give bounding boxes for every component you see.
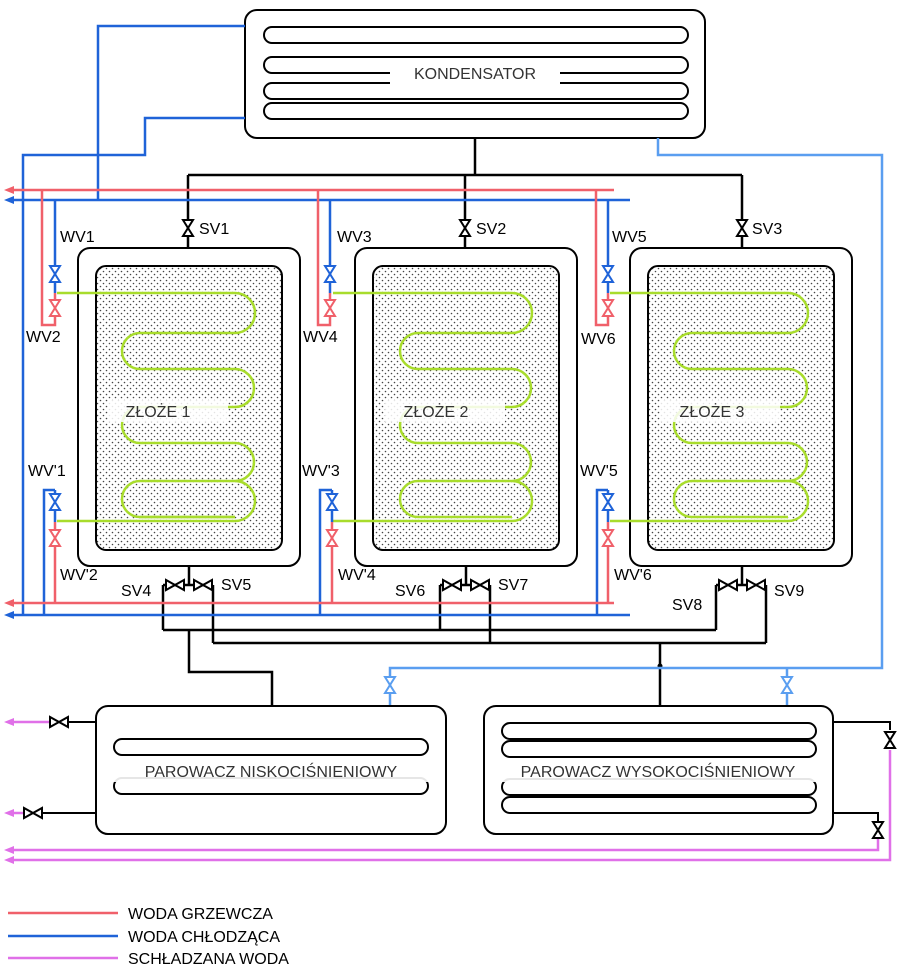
valve-wv5[interactable] (601, 265, 615, 283)
bed-coils (57, 291, 810, 523)
valve-wvp2[interactable] (48, 529, 62, 547)
valve-sv3[interactable] (735, 219, 749, 237)
label-sv5: SV5 (221, 577, 251, 594)
legend-label-chilled: SCHŁADZANA WODA (128, 951, 289, 968)
condenser: KONDENSATOR (244, 9, 706, 139)
legend-label-heating: WODA GRZEWCZA (128, 906, 273, 923)
valve-sv6[interactable] (442, 578, 462, 592)
valve-sv2[interactable] (458, 219, 472, 237)
valve-sv1[interactable] (181, 219, 195, 237)
label-sv1: SV1 (199, 221, 229, 238)
evaporator-low-pressure: PAROWACZ NISKOCIŚNIENIOWY (95, 705, 447, 835)
valve-sv4[interactable] (165, 578, 185, 592)
valve-evap-high-cooling[interactable] (780, 676, 794, 694)
valve-chilled-3[interactable] (883, 731, 897, 749)
label-sv9: SV9 (774, 583, 804, 600)
legend-label-cooling: WODA CHŁODZĄCA (128, 929, 280, 946)
label-wv5: WV5 (612, 229, 647, 246)
label-wvp4: WV'4 (338, 567, 376, 584)
valve-sv7[interactable] (470, 578, 490, 592)
valve-sv5[interactable] (193, 578, 213, 592)
valve-wvp3[interactable] (325, 493, 339, 511)
valve-wv6[interactable] (601, 299, 615, 317)
valve-wvp5[interactable] (601, 493, 615, 511)
valve-wv2[interactable] (48, 299, 62, 317)
label-wvp3: WV'3 (302, 463, 340, 480)
valve-wvp4[interactable] (325, 529, 339, 547)
valve-chilled-1[interactable] (49, 715, 69, 729)
bed-1-label: ZŁOŻE 1 (126, 402, 191, 421)
valve-wvp6[interactable] (601, 529, 615, 547)
label-wv4: WV4 (303, 329, 338, 346)
valve-sv8[interactable] (718, 578, 738, 592)
label-sv7: SV7 (498, 577, 528, 594)
label-sv4: SV4 (121, 583, 151, 600)
label-wv2: WV2 (26, 329, 61, 346)
evaporator-low-label: PAROWACZ NISKOCIŚNIENIOWY (145, 762, 398, 781)
label-sv2: SV2 (476, 221, 506, 238)
valve-chilled-4[interactable] (871, 821, 885, 839)
valve-evap-low-cooling[interactable] (383, 676, 397, 694)
label-wvp5: WV'5 (580, 463, 618, 480)
label-wvp6: WV'6 (614, 567, 652, 584)
label-wv3: WV3 (337, 229, 372, 246)
bed-3-label: ZŁOŻE 3 (680, 402, 745, 421)
valve-chilled-2[interactable] (23, 806, 43, 820)
evaporator-high-label: PAROWACZ WYSOKOCIŚNIENIOWY (521, 762, 796, 781)
valve-wv3[interactable] (323, 265, 337, 283)
legend: WODA GRZEWCZA WODA CHŁODZĄCA SCHŁADZANA … (8, 906, 289, 968)
label-wvp2: WV'2 (60, 567, 98, 584)
condenser-label: KONDENSATOR (414, 66, 536, 83)
label-sv3: SV3 (752, 221, 782, 238)
bed-2-label: ZŁOŻE 2 (404, 402, 469, 421)
label-wvp1: WV'1 (28, 463, 66, 480)
valve-wv1[interactable] (48, 265, 62, 283)
evaporator-high-pressure: PAROWACZ WYSOKOCIŚNIENIOWY (483, 705, 834, 835)
valve-wvp1[interactable] (48, 493, 62, 511)
label-wv1: WV1 (60, 229, 95, 246)
valve-wv4[interactable] (323, 299, 337, 317)
label-sv6: SV6 (395, 583, 425, 600)
label-sv8: SV8 (672, 597, 702, 614)
valve-sv9[interactable] (746, 578, 766, 592)
label-wv6: WV6 (581, 331, 616, 348)
